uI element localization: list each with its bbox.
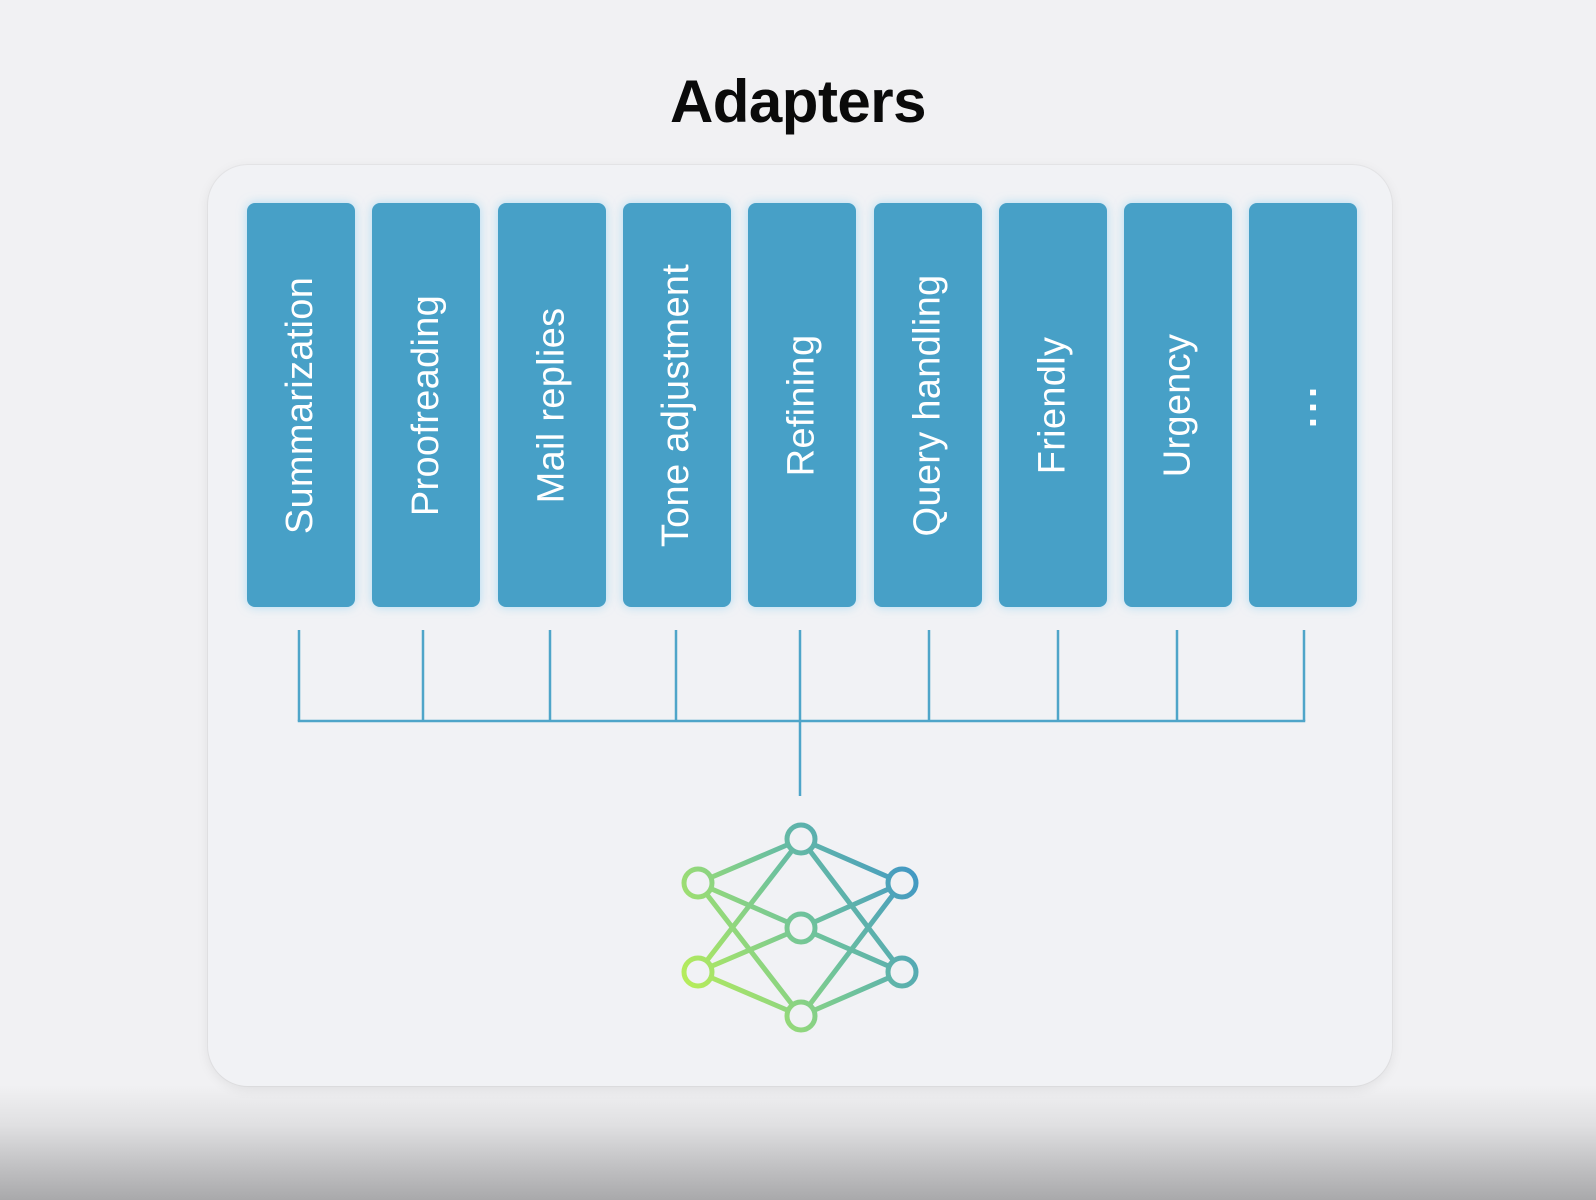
page-title: Adapters [669, 68, 927, 135]
adapter-6: Friendly [998, 203, 1107, 607]
network-node-l2 [681, 955, 715, 989]
network-edge-6 [798, 836, 905, 886]
network-edge-3 [695, 836, 804, 975]
network-node-top [784, 822, 818, 856]
network-node-mid [784, 911, 818, 945]
adapter-1: Proofreading [372, 203, 481, 607]
network-edge-10 [798, 880, 905, 1019]
network-edge-4 [695, 925, 804, 975]
adapter-4: Refining [748, 203, 857, 607]
adapter-3: Tone adjustment [622, 203, 731, 607]
adapter-connectors [297, 630, 1306, 796]
network-edge-11 [798, 969, 905, 1019]
network-edge-8 [798, 880, 905, 931]
network-node-r1 [885, 866, 919, 900]
network-edge-5 [695, 969, 804, 1019]
network-node-bot [784, 999, 818, 1033]
adapter-0: Summarization [247, 203, 355, 607]
adapter-5: Query handling [873, 203, 982, 607]
adapter-7: Urgency [1124, 203, 1233, 607]
network-node-l1 [681, 866, 715, 900]
adapter-2: Mail replies [497, 203, 606, 607]
network-node-r2 [885, 955, 919, 989]
network-edge-0 [695, 836, 804, 886]
adapter-8: ... [1249, 203, 1358, 607]
neural-network-icon [681, 822, 919, 1033]
